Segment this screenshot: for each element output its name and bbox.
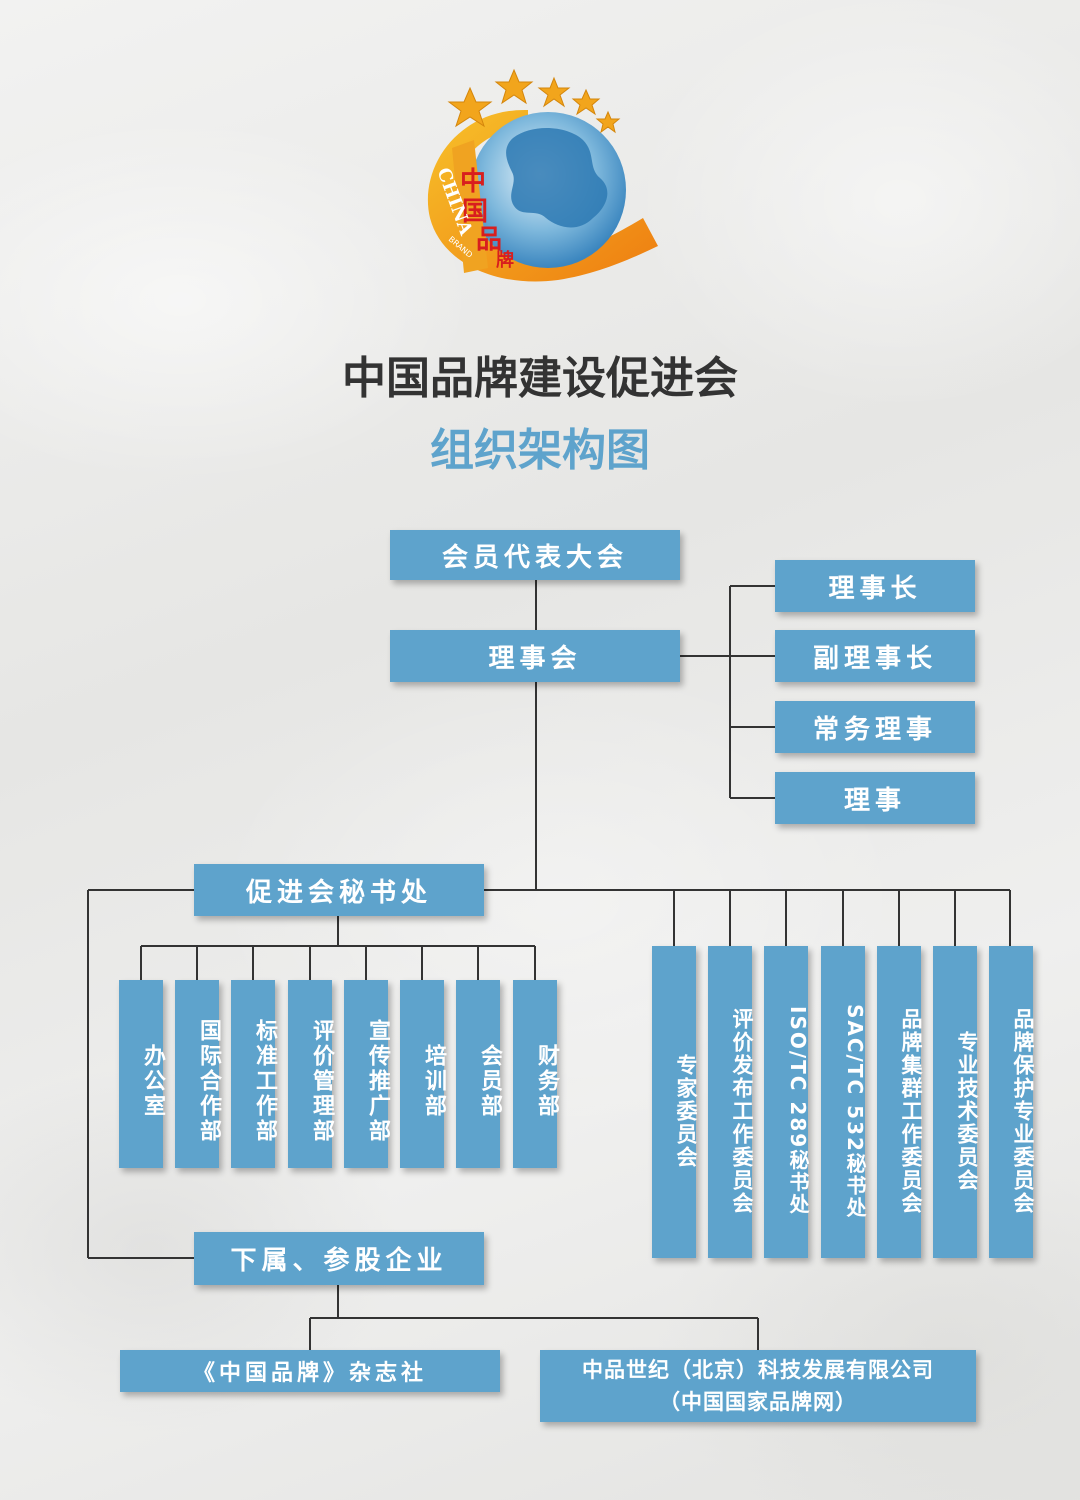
star-icon	[494, 68, 534, 105]
logo-cn-3: 品	[476, 225, 502, 255]
department-box: 财务部	[513, 980, 559, 1168]
brand-logo: 中 国 品 牌 CHINA BRAND	[427, 68, 658, 282]
star-icon	[447, 86, 493, 128]
committee-box: 专业技术委员会	[933, 946, 979, 1258]
star-icon	[571, 88, 601, 116]
committee-box: SAC/TC 532秘书处	[821, 946, 867, 1258]
department-box: 国际合作部	[175, 980, 221, 1168]
logo-ribbon	[427, 109, 658, 282]
magazine-box: 《中国品牌》杂志社	[120, 1350, 500, 1392]
logo-continent	[506, 128, 608, 228]
page-title: 中国品牌建设促进会	[342, 353, 738, 404]
secretariat-box: 促进会秘书处	[194, 864, 484, 916]
company-website: （中国国家品牌网）	[659, 1390, 857, 1414]
star-icon	[537, 76, 571, 108]
committee-box: 品牌保护专业委员会	[989, 946, 1035, 1258]
committee-box: ISO/TC 289秘书处	[764, 946, 810, 1258]
department-box: 评价管理部	[288, 980, 334, 1168]
star-icon	[595, 110, 621, 134]
committee-box: 品牌集群工作委员会	[877, 946, 923, 1258]
council-box: 理事会	[390, 630, 680, 682]
logo-cn-4: 牌	[496, 249, 514, 271]
company-name: 中品世纪（北京）科技发展有限公司	[582, 1358, 934, 1382]
assembly-box: 会员代表大会	[390, 530, 680, 580]
council-role-box: 理事	[775, 772, 975, 824]
company-box: 中品世纪（北京）科技发展有限公司 （中国国家品牌网）	[540, 1350, 976, 1422]
council-role-box: 常务理事	[775, 701, 975, 753]
committee-box: 专家委员会	[652, 946, 698, 1258]
logo-tower	[452, 140, 488, 273]
committee-box: 评价发布工作委员会	[708, 946, 754, 1258]
council-role-box: 理事长	[775, 560, 975, 612]
department-box: 标准工作部	[231, 980, 277, 1168]
department-box: 办公室	[119, 980, 165, 1168]
department-box: 宣传推广部	[344, 980, 390, 1168]
page-subtitle: 组织架构图	[430, 425, 650, 476]
logo-cn-1: 中	[460, 167, 486, 197]
council-role-box: 副理事长	[775, 630, 975, 682]
department-box: 培训部	[400, 980, 446, 1168]
logo-cn-2: 国	[462, 197, 488, 227]
subsidiaries-box: 下属、参股企业	[194, 1232, 484, 1285]
department-box: 会员部	[456, 980, 502, 1168]
